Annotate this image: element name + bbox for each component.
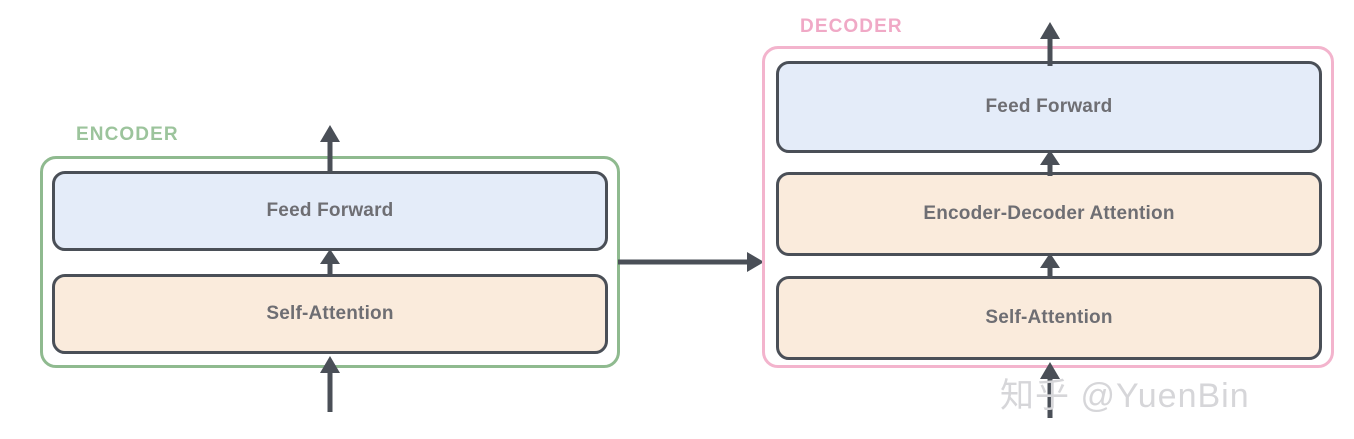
encoder-self-attention-label: Self-Attention: [266, 303, 394, 324]
decoder-input-arrow: [1032, 362, 1068, 418]
encoder-to-decoder-arrow: [618, 248, 766, 276]
encoder-output-arrow: [312, 125, 348, 173]
encoder-feed-forward-label: Feed Forward: [266, 200, 394, 221]
encoder-input-arrow: [312, 356, 348, 412]
watermark-text: 知乎 @YuenBin: [1000, 377, 1250, 415]
encoder-self-attention-block[interactable]: Self-Attention: [52, 274, 608, 354]
encoder-feed-forward-block[interactable]: Feed Forward: [52, 171, 608, 251]
decoder-cross-to-ff-arrow: [1032, 150, 1068, 176]
encoder-group-label: ENCODER: [76, 124, 179, 145]
decoder-encoder-decoder-attention-label: Encoder-Decoder Attention: [923, 203, 1175, 224]
encoder-internal-arrow: [312, 249, 348, 277]
decoder-feed-forward-block[interactable]: Feed Forward: [776, 61, 1322, 153]
decoder-group-label: DECODER: [800, 16, 903, 37]
decoder-feed-forward-label: Feed Forward: [985, 96, 1113, 117]
decoder-self-attention-label: Self-Attention: [985, 307, 1113, 328]
decoder-self-attention-block[interactable]: Self-Attention: [776, 276, 1322, 360]
decoder-output-arrow: [1032, 22, 1068, 66]
decoder-self-to-cross-arrow: [1032, 253, 1068, 279]
decoder-encoder-decoder-attention-block[interactable]: Encoder-Decoder Attention: [776, 172, 1322, 256]
